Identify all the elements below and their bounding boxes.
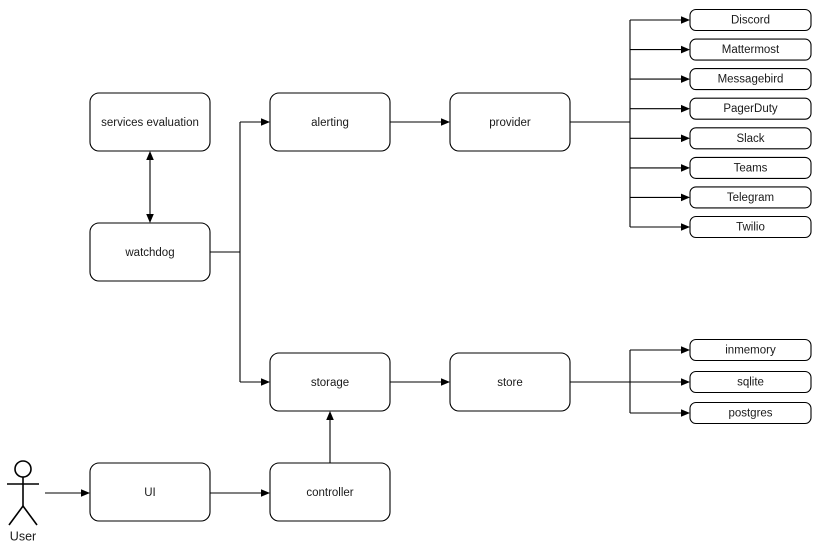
leaf-node-pagerduty-shape[interactable] [689, 97, 812, 120]
leaf-node-inmemory-shape[interactable] [689, 338, 812, 362]
leaf-node-teams[interactable]: Teams [689, 156, 812, 179]
edge-layer [45, 16, 690, 497]
leaf-node-sqlite-shape[interactable] [689, 370, 812, 394]
arrowhead-ui [81, 489, 90, 497]
arrowhead-teams [681, 164, 690, 172]
leaf-node-telegram-shape[interactable] [689, 186, 812, 209]
leaf-node-discord[interactable]: Discord [689, 8, 812, 32]
node-alerting-shape[interactable] [269, 92, 391, 152]
node-storage[interactable]: storage [269, 352, 391, 412]
leaf-node-messagebird[interactable]: Messagebird [689, 68, 812, 91]
node-alerting[interactable]: alerting [269, 92, 391, 152]
store-target-layer: inmemory sqlite postgres [689, 338, 812, 425]
node-services-evaluation-shape[interactable] [89, 92, 211, 152]
arrowhead-to-watchdog [146, 214, 154, 223]
arrowhead-to-services-evaluation [146, 151, 154, 160]
arrowhead-slack [681, 134, 690, 143]
node-controller[interactable]: controller [269, 462, 391, 522]
actor-user-leg-right [22, 505, 38, 526]
store-branches [630, 346, 690, 417]
provider-branches [630, 16, 690, 231]
leaf-node-slack-shape[interactable] [689, 127, 812, 150]
actor-user-leg-left [8, 505, 24, 526]
arrowhead-discord [681, 16, 690, 24]
node-provider-shape[interactable] [449, 92, 571, 152]
arrowhead-store [441, 378, 450, 386]
arrowhead-provider [441, 118, 450, 126]
arrowhead-sqlite [681, 378, 690, 386]
leaf-node-twilio-shape[interactable] [689, 215, 812, 239]
leaf-node-pagerduty[interactable]: PagerDuty [689, 97, 812, 120]
node-layer: services evaluation watchdog alerting pr… [89, 92, 571, 522]
leaf-node-postgres[interactable]: postgres [689, 401, 812, 425]
leaf-node-messagebird-shape[interactable] [689, 68, 812, 91]
arrowhead-alerting [261, 118, 270, 126]
arrowhead-messagebird [681, 75, 690, 83]
arrowhead-inmemory [681, 346, 690, 354]
node-ui-shape[interactable] [89, 462, 211, 522]
provider-target-layer: Discord Mattermost Messagebird PagerDuty… [689, 8, 812, 239]
node-ui[interactable]: UI [89, 462, 211, 522]
leaf-node-sqlite[interactable]: sqlite [689, 370, 812, 394]
arrowhead-twilio [681, 223, 690, 231]
actor-user-label: User [10, 529, 36, 543]
node-watchdog-shape[interactable] [89, 222, 211, 282]
node-provider[interactable]: provider [449, 92, 571, 152]
node-watchdog[interactable]: watchdog [89, 222, 211, 282]
arrowhead-mattermost [681, 45, 690, 54]
leaf-node-twilio[interactable]: Twilio [689, 215, 812, 239]
arrowhead-storage [261, 378, 270, 386]
leaf-node-telegram[interactable]: Telegram [689, 186, 812, 209]
actor-user[interactable]: User [7, 460, 39, 543]
leaf-node-teams-shape[interactable] [689, 156, 812, 179]
arrowhead-telegram [681, 193, 690, 202]
leaf-node-slack[interactable]: Slack [689, 127, 812, 150]
actor-user-head-icon [14, 460, 32, 478]
node-storage-shape[interactable] [269, 352, 391, 412]
node-store[interactable]: store [449, 352, 571, 412]
leaf-node-postgres-shape[interactable] [689, 401, 812, 425]
leaf-node-inmemory[interactable]: inmemory [689, 338, 812, 362]
arrowhead-controller [261, 489, 270, 497]
leaf-node-discord-shape[interactable] [689, 8, 812, 32]
arrowhead-postgres [681, 409, 690, 417]
leaf-node-mattermost[interactable]: Mattermost [689, 38, 812, 61]
arrowhead-pagerduty [681, 104, 690, 113]
node-store-shape[interactable] [449, 352, 571, 412]
leaf-node-mattermost-shape[interactable] [689, 38, 812, 61]
node-services-evaluation[interactable]: services evaluation [89, 92, 211, 152]
arrowhead-storage-from-controller [326, 411, 334, 420]
node-controller-shape[interactable] [269, 462, 391, 522]
